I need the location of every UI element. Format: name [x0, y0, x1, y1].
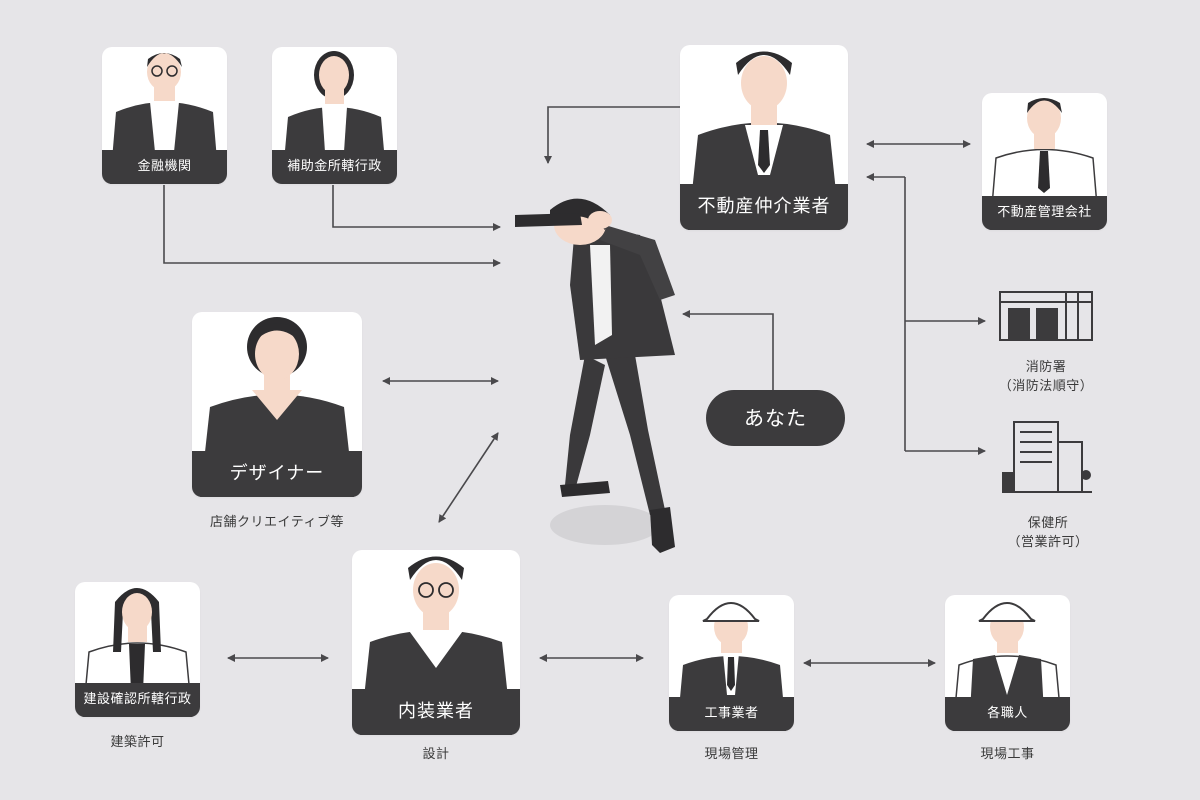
- node-designer: デザイナー: [192, 312, 362, 497]
- node-label: 補助金所轄行政: [272, 150, 397, 184]
- building-admin-caption: 建築許可: [110, 735, 165, 750]
- node-label: デザイナー: [192, 451, 362, 497]
- interior-caption: 設計: [422, 747, 450, 762]
- fire-station-sub: （消防法順守）: [998, 379, 1094, 394]
- node-label: 不動産管理会社: [982, 196, 1107, 230]
- craftsmen-caption: 現場工事: [980, 747, 1035, 762]
- node-label: 不動産仲介業者: [680, 184, 848, 230]
- arrow-interior-you: [438, 432, 499, 523]
- health-center-label: 保健所: [1027, 516, 1069, 531]
- contractor-caption: 現場管理: [704, 747, 759, 762]
- fire-station-building-icon: [999, 291, 1093, 341]
- fire-station-label: 消防署: [1025, 360, 1067, 375]
- node-label: 金融機関: [102, 150, 227, 184]
- arrow-pill-to-you: [682, 310, 774, 390]
- arrow-subsidy-to-you: [332, 185, 501, 231]
- arrow-finance-to-you: [163, 185, 501, 267]
- node-label: 内装業者: [352, 689, 520, 735]
- node-property-mgmt: 不動産管理会社: [982, 93, 1107, 230]
- node-broker: 不動産仲介業者: [680, 45, 848, 230]
- node-label: 各職人: [945, 697, 1070, 731]
- health-center-building-icon: [1002, 421, 1092, 493]
- node-interior: 内装業者: [352, 550, 520, 735]
- node-contractor: 工事業者: [669, 595, 794, 731]
- you-badge: あなた: [706, 390, 845, 446]
- node-building-admin: 建設確認所轄行政: [75, 582, 200, 717]
- node-subsidy: 補助金所轄行政: [272, 47, 397, 184]
- node-label: 建設確認所轄行政: [75, 683, 200, 717]
- node-craftsmen: 各職人: [945, 595, 1070, 731]
- designer-caption: 店舗クリエイティブ等: [210, 515, 344, 530]
- arrow-broker-to-you: [544, 106, 680, 164]
- health-center-sub: （営業許可）: [1007, 535, 1089, 550]
- troubled-person-illustration: [515, 198, 675, 553]
- node-finance: 金融機関: [102, 47, 227, 184]
- node-label: 工事業者: [669, 697, 794, 731]
